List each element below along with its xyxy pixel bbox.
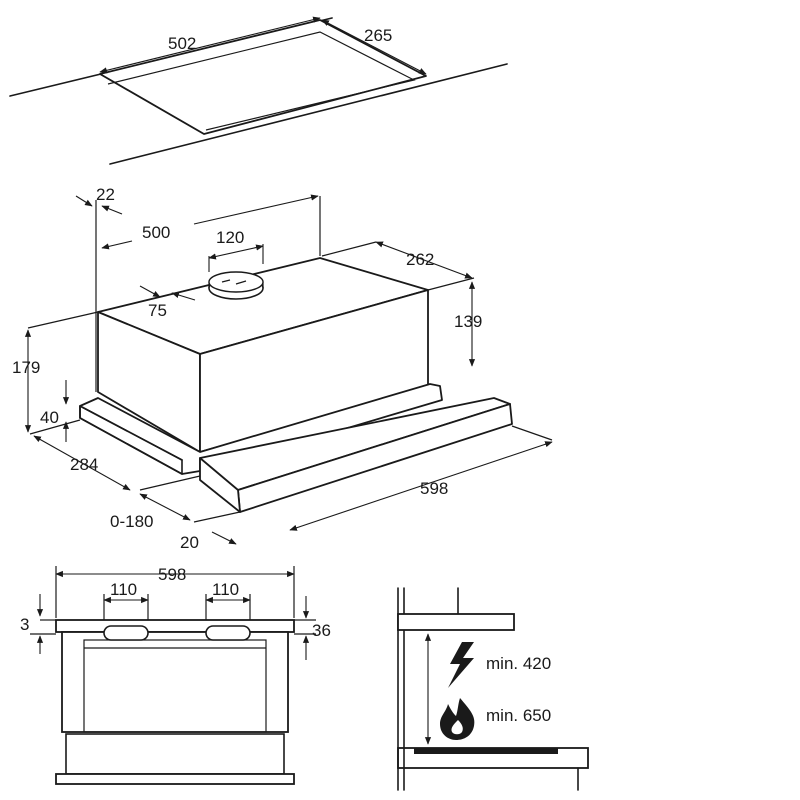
dim-ext-262-a	[321, 241, 377, 257]
lightning-icon	[448, 642, 474, 688]
flame-inner	[451, 720, 463, 735]
dim-line-598	[289, 441, 553, 531]
dim-label-depth: 284	[70, 455, 98, 474]
front-inner-panel	[83, 639, 267, 733]
dim-ext-262-b	[427, 277, 475, 291]
hood-isometric-view: 22 500 120 75 262 139 179 40 2	[12, 185, 553, 552]
cooktop	[414, 748, 558, 754]
dim-arrow-22-b	[101, 205, 123, 215]
dim-ext-180	[139, 475, 201, 491]
dim-label-length: 500	[142, 223, 170, 242]
cabinet-edge-line-bottom	[109, 63, 508, 165]
dim-label-cutout-width: 502	[168, 34, 196, 53]
slot-left	[103, 625, 149, 641]
dim-line-284	[33, 435, 131, 491]
dim-line-502	[99, 16, 321, 74]
dim-arrow-22-a	[75, 195, 93, 207]
dim-label-front-height: 40	[40, 408, 59, 427]
dim-label-offset: 22	[96, 185, 115, 204]
hood-front-view: 598 110 110 3 36	[20, 565, 331, 785]
dim-label-outlet-offset: 75	[148, 301, 167, 320]
cabinet-cutout-view: 502 265	[9, 16, 508, 165]
dim-label-width: 598	[420, 479, 448, 498]
dim-label-slot-left: 110	[110, 580, 137, 599]
dim-label-front-width: 598	[158, 565, 186, 584]
outlet-top	[208, 271, 264, 293]
dim-label-slot-height: 36	[312, 621, 331, 640]
dim-label-outlet-diameter: 120	[216, 228, 244, 247]
dim-ext-179-top	[27, 311, 99, 329]
min-gas-label: min. 650	[486, 706, 551, 725]
dim-line-0-180	[139, 493, 191, 521]
min-electric-label: min. 420	[486, 654, 551, 673]
dim-line-265	[321, 19, 427, 75]
dim-arrow-75-b	[171, 292, 196, 301]
dim-label-front-offset: 20	[180, 533, 199, 552]
installation-height-view: min. 420 min. 650	[397, 587, 589, 791]
dim-line-120	[208, 244, 264, 260]
dim-arrow-500-b	[193, 194, 319, 225]
dim-line-262	[375, 241, 473, 279]
hood-profile	[397, 613, 515, 631]
dim-arrow-500-a	[101, 240, 133, 250]
dim-arrow-75-a	[139, 285, 161, 298]
outlet-hatch	[221, 279, 247, 285]
dim-label-cutout-depth: 265	[364, 26, 392, 45]
dim-label-body-height: 139	[454, 312, 482, 331]
dim-label-slide-extension: 0-180	[110, 512, 153, 531]
front-base-rail	[55, 773, 295, 785]
countertop	[397, 747, 589, 769]
front-body	[61, 631, 289, 733]
dim-label-total-height: 179	[12, 358, 40, 377]
dim-label-slot-right: 110	[212, 580, 239, 599]
dim-arrow-20	[211, 531, 237, 545]
slot-right	[205, 625, 251, 641]
dim-ext-598-a	[511, 425, 553, 441]
dim-ext-20	[193, 511, 241, 523]
dim-label-top-offset: 3	[20, 615, 29, 634]
dim-ext-40	[29, 419, 81, 435]
front-slider	[65, 733, 285, 775]
dim-label-depth-rear: 262	[406, 250, 434, 269]
base-edge	[79, 405, 183, 461]
front-top-rail	[55, 619, 295, 633]
flame-icon	[440, 698, 475, 740]
